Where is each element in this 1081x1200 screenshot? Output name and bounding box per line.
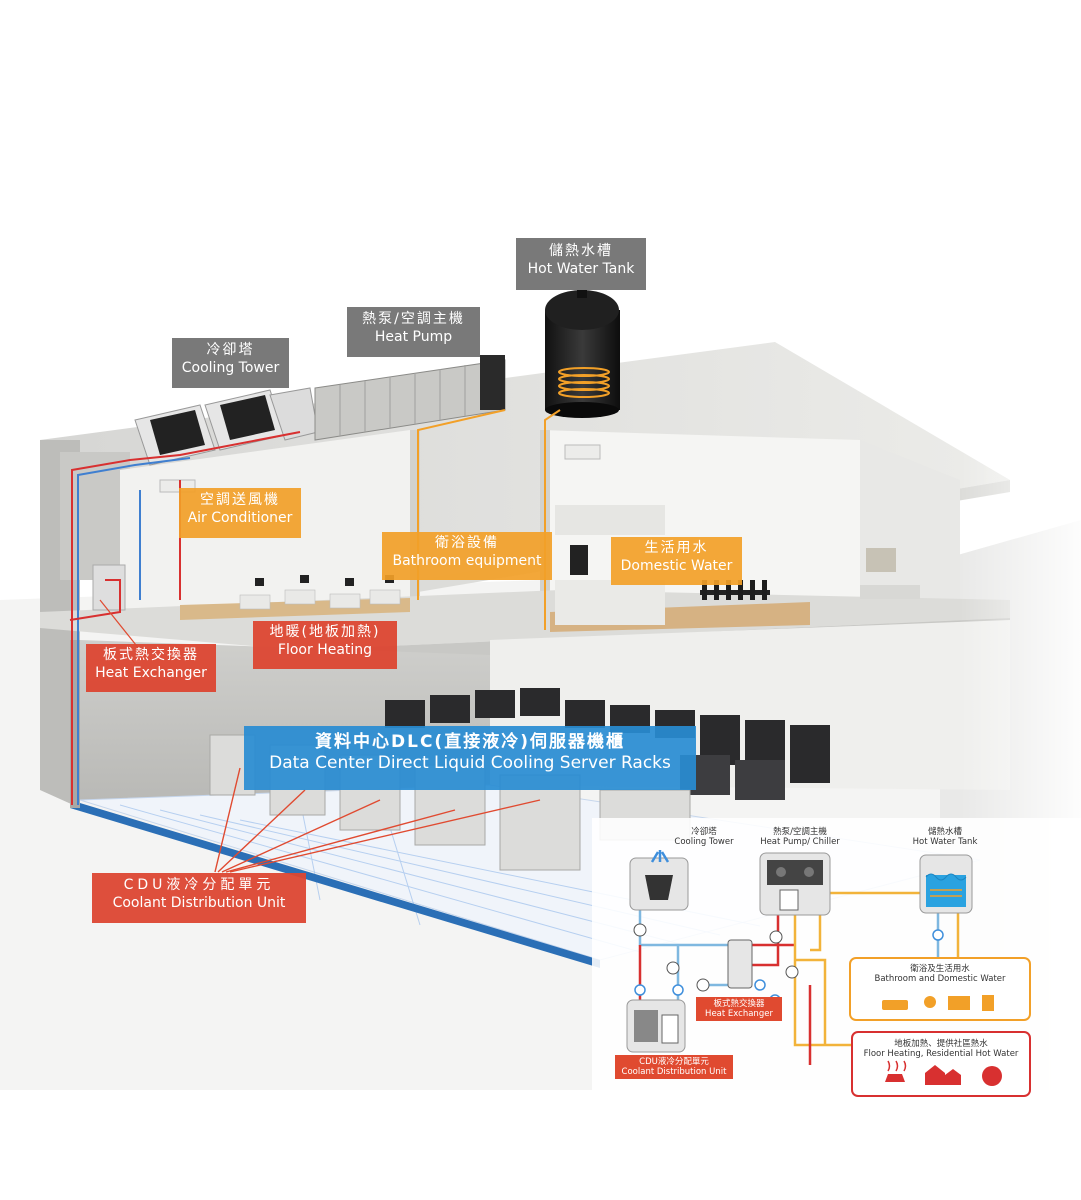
label-heat-pump: 熱泵/空調主機 Heat Pump	[347, 307, 480, 357]
flow-schematic	[592, 818, 1081, 1108]
label-zh: 熱泵/空調主機	[773, 827, 827, 837]
label-en: Domestic Water	[620, 557, 733, 574]
label-zh: 生活用水	[644, 540, 709, 556]
label-zh: 冷卻塔	[691, 827, 717, 837]
label-zh: 熱泵/空調主機	[362, 311, 465, 327]
label-floor-heating: 地暖(地板加熱) Floor Heating	[253, 621, 397, 669]
label-server-racks: 資料中心DLC(直接液冷)伺服器機櫃 Data Center Direct Li…	[244, 726, 696, 790]
cooling-tower-units	[134, 387, 319, 466]
schematic-heat-exchanger-icon	[727, 939, 753, 989]
schematic-label-bath-domestic: 衛浴及生活用水 Bathroom and Domestic Water	[852, 964, 1028, 984]
hot-water-tank-unit	[545, 290, 620, 418]
label-zh: 冷卻塔	[206, 342, 255, 358]
label-zh: 資料中心DLC(直接液冷)伺服器機櫃	[315, 732, 625, 752]
label-en: Data Center Direct Liquid Cooling Server…	[269, 753, 671, 774]
label-en: Heat Pump	[374, 328, 453, 345]
schematic-label-hot-water-tank: 儲熱水槽 Hot Water Tank	[905, 827, 985, 847]
label-en: Air Conditioner	[187, 509, 293, 526]
label-en: Coolant Distribution Unit	[112, 894, 286, 911]
schematic-label-heat-pump: 熱泵/空調主機 Heat Pump/ Chiller	[752, 827, 848, 847]
heat-pump-unit	[314, 355, 506, 441]
label-heat-exchanger: 板式熱交換器 Heat Exchanger	[86, 644, 216, 692]
label-en: Coolant Distribution Unit	[621, 1067, 727, 1078]
label-en: Heat Exchanger	[95, 664, 207, 681]
label-zh: 板式熱交換器	[713, 999, 765, 1009]
schematic-label-cdu: CDU液冷分配單元 Coolant Distribution Unit	[615, 1055, 733, 1080]
label-domestic-water: 生活用水 Domestic Water	[611, 537, 742, 585]
label-zh: 衛浴設備	[435, 535, 499, 551]
schematic-label-cooling-tower: 冷卻塔 Cooling Tower	[668, 827, 740, 847]
label-en: Hot Water Tank	[912, 837, 978, 848]
label-zh: 板式熱交換器	[103, 647, 199, 663]
label-hot-water-tank: 儲熱水槽 Hot Water Tank	[516, 238, 646, 290]
label-cooling-tower: 冷卻塔 Cooling Tower	[172, 338, 289, 388]
label-air-conditioner: 空調送風機 Air Conditioner	[179, 488, 301, 538]
label-en: Cooling Tower	[181, 359, 280, 376]
label-en: Cooling Tower	[674, 837, 734, 848]
label-zh: CDU液冷分配單元	[123, 877, 275, 893]
label-en: Heat Pump/ Chiller	[760, 837, 840, 848]
label-zh: 空調送風機	[200, 492, 280, 508]
label-cdu: CDU液冷分配單元 Coolant Distribution Unit	[92, 873, 306, 923]
label-zh: 衛浴及生活用水	[910, 964, 970, 974]
label-en: Floor Heating, Residential Hot Water	[863, 1049, 1019, 1060]
label-bathroom: 衛浴設備 Bathroom equipment	[382, 532, 552, 580]
label-zh: 地板加熱、提供社區熱水	[894, 1039, 988, 1049]
label-zh: 地暖(地板加熱)	[269, 624, 381, 640]
label-zh: 儲熱水槽	[549, 243, 613, 259]
label-en: Floor Heating	[277, 641, 373, 658]
label-en: Heat Exchanger	[705, 1009, 773, 1020]
label-en: Hot Water Tank	[527, 260, 635, 277]
label-en: Bathroom and Domestic Water	[874, 974, 1006, 985]
label-en: Bathroom equipment	[392, 552, 542, 569]
schematic-label-heat-exchanger: 板式熱交換器 Heat Exchanger	[696, 997, 782, 1022]
label-zh: 儲熱水槽	[927, 827, 962, 837]
schematic-label-floor-residential: 地板加熱、提供社區熱水 Floor Heating, Residential H…	[852, 1039, 1030, 1059]
label-zh: CDU液冷分配單元	[639, 1057, 709, 1067]
